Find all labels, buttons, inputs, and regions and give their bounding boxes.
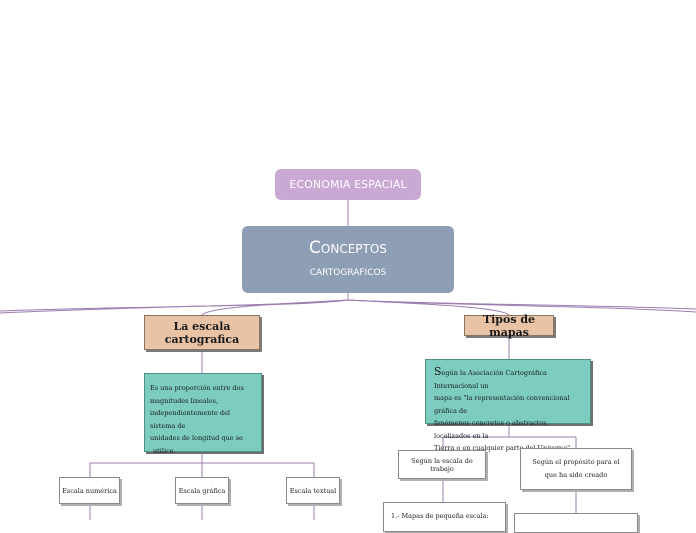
escala-description-box[interactable]: Es una proporción entre dos magnitudes l…	[144, 373, 262, 455]
mapas-description-line: mapa es "la representación convencional …	[434, 394, 570, 415]
root-node-economia-espacial[interactable]: ECONOMIA ESPACIAL	[275, 169, 421, 200]
escala-description-line: magnitudes lineales,	[150, 396, 219, 405]
subtopic-segun-proposito[interactable]: Según el propósito para el que ha sido c…	[520, 448, 632, 490]
subtopic-escala-numerica[interactable]: Escala numérica	[59, 477, 120, 504]
topic-tipos-de-mapas[interactable]: Tipos de mapas	[464, 312, 554, 339]
topic-escala-cartografica[interactable]: La escala cartografica	[144, 315, 260, 350]
mapas-description-line: egún la Asociación Cartográfica Internac…	[434, 369, 547, 390]
subtopic-proposito-child[interactable]	[514, 513, 638, 533]
mapas-description-initial: S	[434, 365, 442, 378]
mapas-description-line: fenómenos concretos o abstractos, locali…	[434, 419, 549, 440]
topic-escala-line2: cartografica	[164, 332, 240, 346]
topic-tipos-label: Tipos de mapas	[482, 312, 536, 339]
topic-escala-line1: La escala	[173, 319, 231, 333]
subtopic-label: Escala numérica	[62, 486, 117, 495]
subtopic-escala-textual[interactable]: Escala textual	[286, 477, 340, 504]
main-node-line1: Conceptos	[309, 238, 387, 258]
subtopic-escala-grafica[interactable]: Escala gráfica	[175, 477, 229, 504]
subtopic-label: Según el propósito para el que ha sido c…	[532, 458, 620, 479]
subtopic-label: 1.- Mapas de pequeña escala:	[391, 512, 489, 520]
escala-description-line: utilice.	[153, 446, 176, 455]
main-node-line2: cartograficos	[309, 264, 387, 279]
subtopic-label: Escala gráfica	[178, 486, 226, 495]
subtopic-label: Escala textual	[289, 486, 337, 495]
escala-description-line: unidades de longitud que se	[150, 434, 243, 442]
mapas-description-line: Tierra o en cualquier parte del Universo…	[434, 444, 573, 452]
escala-description-line: Es una proporción entre dos	[150, 384, 244, 392]
subtopic-mapas-pequena-escala[interactable]: 1.- Mapas de pequeña escala:	[383, 502, 506, 532]
root-node-label: ECONOMIA ESPACIAL	[289, 178, 407, 191]
connector-lines	[0, 200, 696, 520]
main-node-conceptos-cartograficos[interactable]: Conceptos cartograficos	[242, 226, 454, 293]
mapas-description-box[interactable]: Según la Asociación Cartográfica Interna…	[425, 359, 591, 452]
escala-description-line: independientemente del sistema de	[150, 409, 231, 430]
subtopic-segun-escala[interactable]: Según la escala de trabajo	[398, 450, 486, 479]
subtopic-label: Según la escala de trabajo	[411, 456, 473, 473]
